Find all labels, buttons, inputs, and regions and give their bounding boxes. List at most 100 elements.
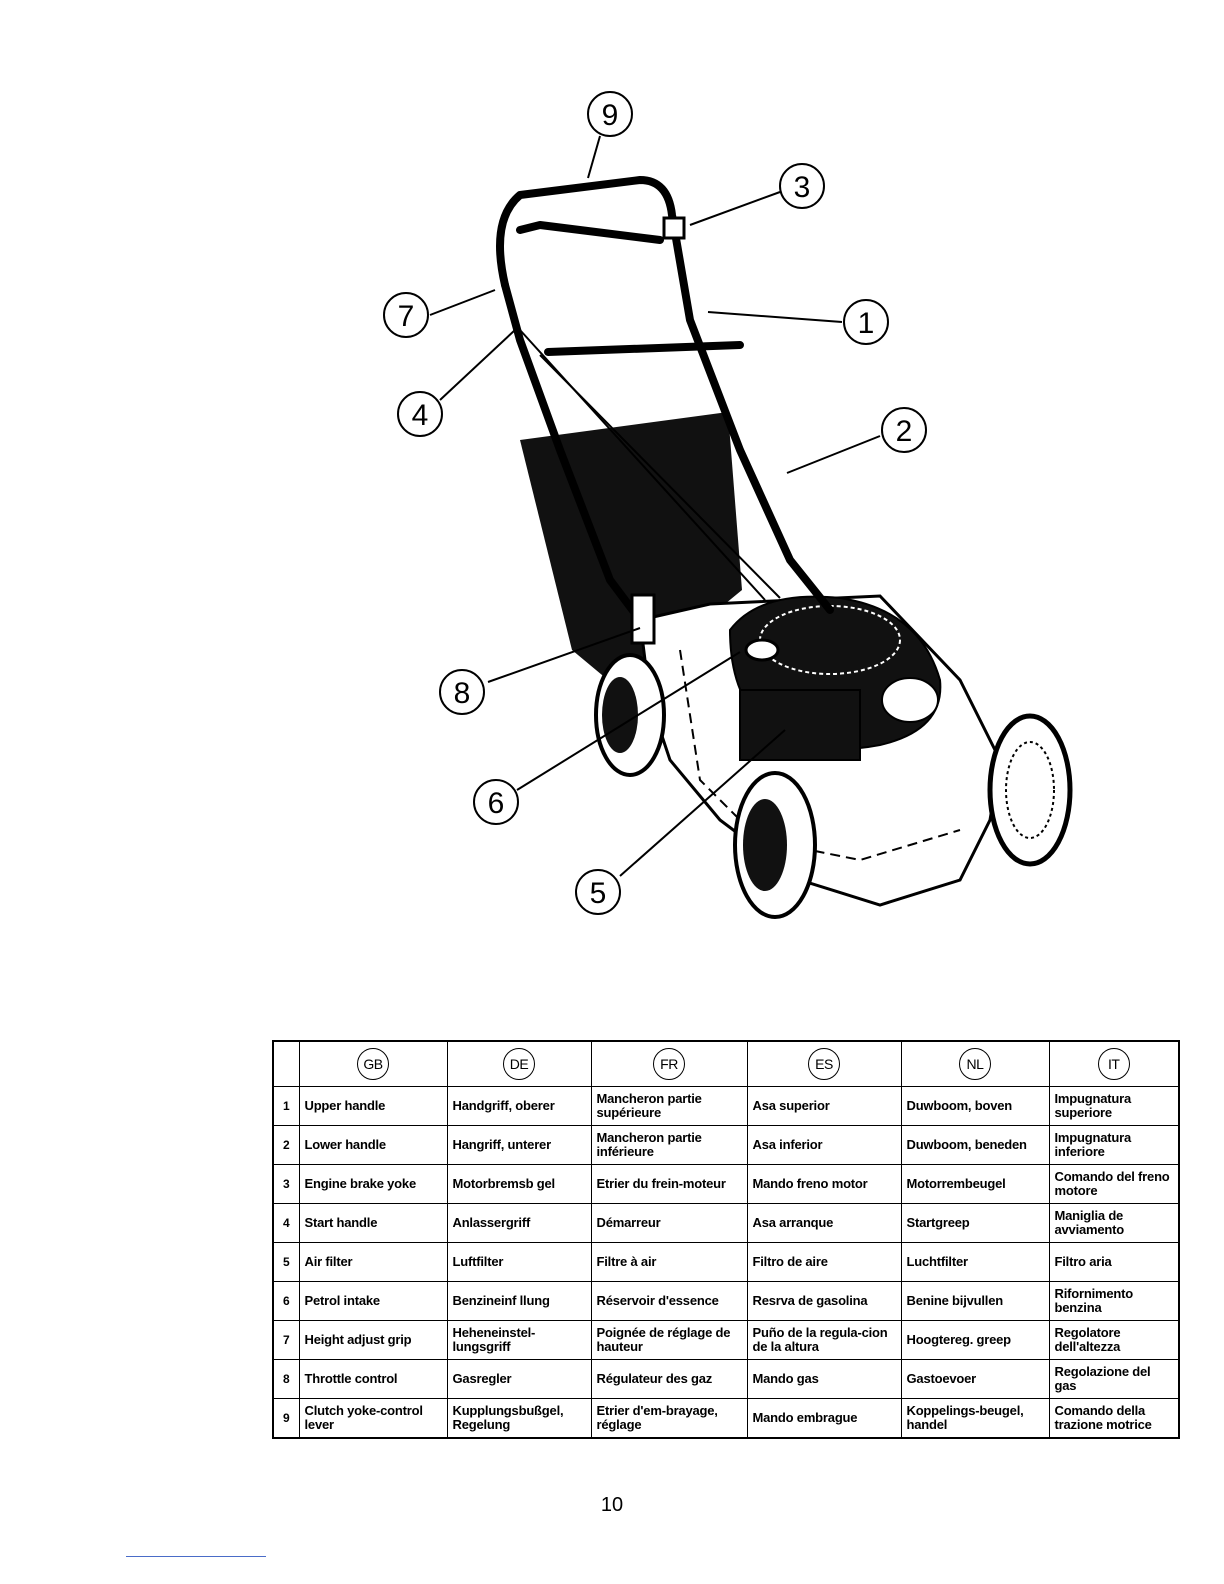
table-row: 4 Start handle Anlassergriff Démarreur A…: [272, 1203, 1180, 1243]
rear-left-wheel: [594, 653, 666, 777]
cell-es: Mando embrague: [746, 1398, 902, 1439]
cell-it: Filtro aria: [1048, 1242, 1180, 1282]
table-row: 5 Air filter Luftfilter Filtre à air Fil…: [272, 1242, 1180, 1282]
cell-it: Rifornimento benzina: [1048, 1281, 1180, 1321]
lang-badge-it: IT: [1097, 1048, 1130, 1080]
page-number: 10: [600, 1494, 624, 1516]
svg-text:9: 9: [602, 99, 619, 132]
callout-7: 7: [383, 292, 429, 338]
cell-es: Mando gas: [746, 1359, 902, 1399]
throttle-lever: [630, 593, 656, 645]
callout-3: 3: [779, 163, 825, 209]
cell-it: Regolatore dell'altezza: [1048, 1320, 1180, 1360]
cell-gb: Air filter: [298, 1242, 448, 1282]
cell-fr: Mancheron partie inférieure: [590, 1125, 748, 1165]
cell-fr: Régulateur des gaz: [590, 1359, 748, 1399]
cell-fr: Filtre à air: [590, 1242, 748, 1282]
air-filter-box: [739, 689, 861, 761]
cell-nl: Duwboom, boven: [900, 1086, 1050, 1126]
row-number: 4: [272, 1203, 300, 1243]
cell-fr: Etrier du frein-moteur: [590, 1164, 748, 1204]
cell-it: Regolazione del gas: [1048, 1359, 1180, 1399]
svg-text:4: 4: [412, 399, 429, 432]
cell-gb: Upper handle: [298, 1086, 448, 1126]
cell-de: Benzineinf llung: [446, 1281, 592, 1321]
cell-nl: Duwboom, beneden: [900, 1125, 1050, 1165]
cell-fr: Poignée de réglage de hauteur: [590, 1320, 748, 1360]
cell-fr: Réservoir d'essence: [590, 1281, 748, 1321]
footer-rule: [126, 1556, 266, 1557]
handle-frame: [496, 176, 834, 624]
cell-it: Comando della trazione motrice: [1048, 1398, 1180, 1439]
cell-fr: Etrier d'em-brayage, réglage: [590, 1398, 748, 1439]
callout-1: 1: [843, 299, 889, 345]
cell-de: Motorbremsb gel: [446, 1164, 592, 1204]
cell-gb: Lower handle: [298, 1125, 448, 1165]
cell-fr: Démarreur: [590, 1203, 748, 1243]
cell-nl: Luchtfilter: [900, 1242, 1050, 1282]
cell-de: Heheneinstel-lungsgriff: [446, 1320, 592, 1360]
lang-badge-de: DE: [503, 1048, 535, 1080]
row-number: 2: [272, 1125, 300, 1165]
cell-es: Asa inferior: [746, 1125, 902, 1165]
svg-text:8: 8: [454, 677, 471, 710]
svg-text:1: 1: [858, 307, 875, 340]
cell-de: Kupplungsbußgel, Regelung: [446, 1398, 592, 1439]
cell-gb: Clutch yoke-control lever: [298, 1398, 448, 1439]
row-number: 1: [272, 1086, 300, 1126]
cell-de: Hangriff, unterer: [446, 1125, 592, 1165]
cell-it: Comando del freno motore: [1048, 1164, 1180, 1204]
cell-es: Filtro de aire: [746, 1242, 902, 1282]
row-number: 7: [272, 1320, 300, 1360]
cell-gb: Engine brake yoke: [298, 1164, 448, 1204]
svg-text:7: 7: [398, 300, 415, 333]
callout-5: 5: [575, 869, 621, 915]
lang-badge-gb: GB: [357, 1048, 389, 1080]
row-number: 6: [272, 1281, 300, 1321]
cell-de: Gasregler: [446, 1359, 592, 1399]
table-row: 6 Petrol intake Benzineinf llung Réservo…: [272, 1281, 1180, 1321]
cell-nl: Gastoevoer: [900, 1359, 1050, 1399]
front-right-wheel: [987, 713, 1073, 867]
row-number: 9: [272, 1398, 300, 1439]
cell-de: Anlassergriff: [446, 1203, 592, 1243]
cell-nl: Benine bijvullen: [900, 1281, 1050, 1321]
callout-2: 2: [881, 407, 927, 453]
cell-it: Impugnatura superiore: [1048, 1086, 1180, 1126]
cell-gb: Throttle control: [298, 1359, 448, 1399]
table-row: 2 Lower handle Hangriff, unterer Mancher…: [272, 1125, 1180, 1165]
front-left-wheel: [733, 771, 817, 919]
language-header-row: GB DE FR ES NL IT: [272, 1040, 1180, 1087]
brake-yoke: [662, 216, 686, 240]
table-row: 8 Throttle control Gasregler Régulateur …: [272, 1359, 1180, 1399]
cell-es: Asa superior: [746, 1086, 902, 1126]
parts-table: GB DE FR ES NL IT 1 Upper handle Handgri…: [272, 1040, 1180, 1439]
table-row: 7 Height adjust grip Heheneinstel-lungsg…: [272, 1320, 1180, 1360]
fuel-cap: [744, 638, 780, 662]
cell-fr: Mancheron partie supérieure: [590, 1086, 748, 1126]
svg-text:5: 5: [590, 877, 607, 910]
svg-text:2: 2: [896, 415, 913, 448]
lawnmower-diagram: 9 3 7 1 4 2 8 6 5: [383, 91, 1073, 919]
callout-9: 9: [587, 91, 633, 137]
cell-gb: Start handle: [298, 1203, 448, 1243]
svg-text:3: 3: [794, 171, 811, 204]
lang-badge-es: ES: [808, 1048, 840, 1080]
callout-4: 4: [397, 391, 443, 437]
cell-nl: Motorrembeugel: [900, 1164, 1050, 1204]
cell-it: Impugnatura inferiore: [1048, 1125, 1180, 1165]
cell-de: Luftfilter: [446, 1242, 592, 1282]
cell-es: Resrva de gasolina: [746, 1281, 902, 1321]
cell-it: Maniglia de avviamento: [1048, 1203, 1180, 1243]
table-row: 3 Engine brake yoke Motorbremsb gel Etri…: [272, 1164, 1180, 1204]
cell-nl: Startgreep: [900, 1203, 1050, 1243]
callout-8: 8: [439, 669, 485, 715]
row-number: 5: [272, 1242, 300, 1282]
cell-gb: Petrol intake: [298, 1281, 448, 1321]
cell-es: Mando freno motor: [746, 1164, 902, 1204]
header-corner: [272, 1040, 300, 1087]
table-row: 1 Upper handle Handgriff, oberer Mancher…: [272, 1086, 1180, 1126]
svg-text:6: 6: [488, 787, 505, 820]
cell-gb: Height adjust grip: [298, 1320, 448, 1360]
lang-badge-nl: NL: [959, 1048, 991, 1080]
